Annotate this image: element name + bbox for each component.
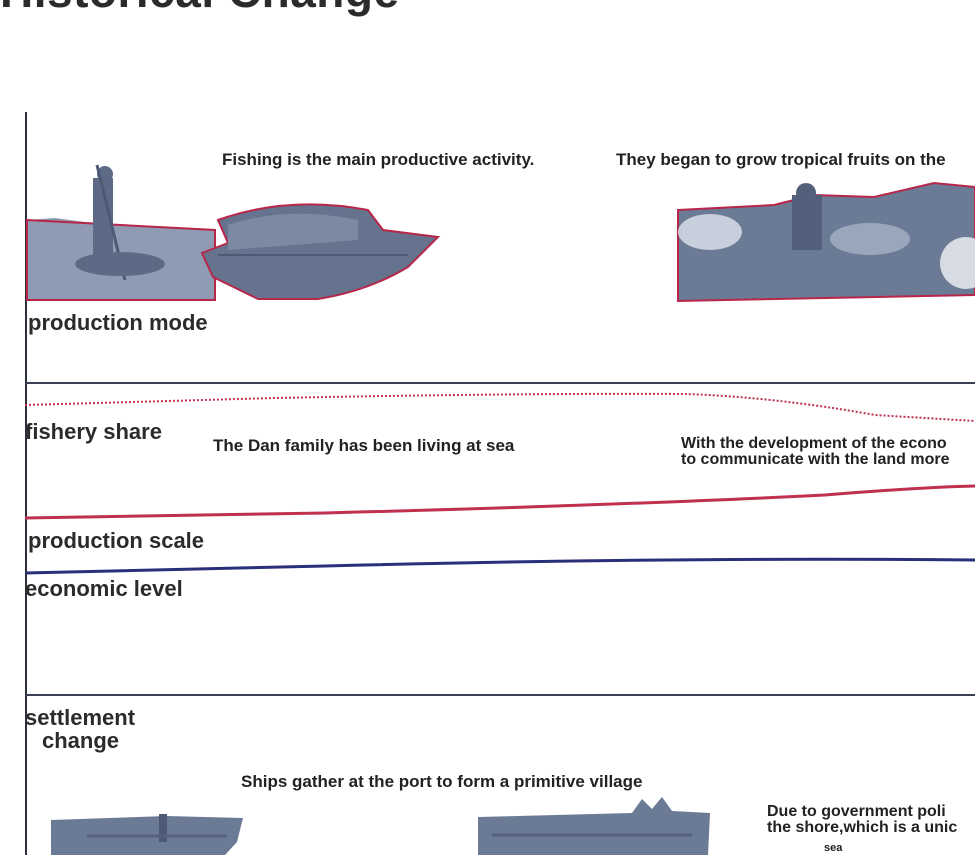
caption-economy-line2: to communicate with the land more <box>681 451 950 468</box>
caption-tropical-fruits: They began to grow tropical fruits on th… <box>616 150 946 169</box>
harbor-photo <box>51 814 243 855</box>
row-label-production-scale: production scale <box>28 528 205 553</box>
caption-government-line2: the shore,which is a unic <box>767 819 958 836</box>
vertical-axis <box>25 112 27 855</box>
fishery-share-line <box>25 392 975 422</box>
row-label-settlement-line1: settlement <box>25 705 136 730</box>
page-title: Historical Change <box>0 0 400 18</box>
caption-dan-family: The Dan family has been living at sea <box>213 436 515 455</box>
row-label-production-mode: production mode <box>28 310 208 335</box>
caption-ships-gather: Ships gather at the port to form a primi… <box>241 772 643 791</box>
caption-government-line1: Due to government poli <box>767 803 946 820</box>
village-photo <box>478 797 710 855</box>
economic-level-line <box>25 557 975 575</box>
section-divider-top <box>25 382 975 384</box>
boat-photo <box>200 203 441 300</box>
trend-lines <box>25 392 975 575</box>
production-scale-line <box>25 484 975 520</box>
row-label-settlement-line2: change <box>42 728 120 753</box>
row-label-economic-level: economic level <box>25 576 183 601</box>
row-label-fishery-share: fishery share <box>25 419 162 444</box>
label-sea: sea <box>824 842 843 854</box>
fisherman-photo <box>26 164 216 301</box>
fruit-basket-photo <box>677 181 975 303</box>
caption-fishing: Fishing is the main productive activity. <box>222 150 535 169</box>
section-divider-bottom <box>25 694 975 696</box>
caption-economy-line1: With the development of the econo <box>681 435 947 452</box>
